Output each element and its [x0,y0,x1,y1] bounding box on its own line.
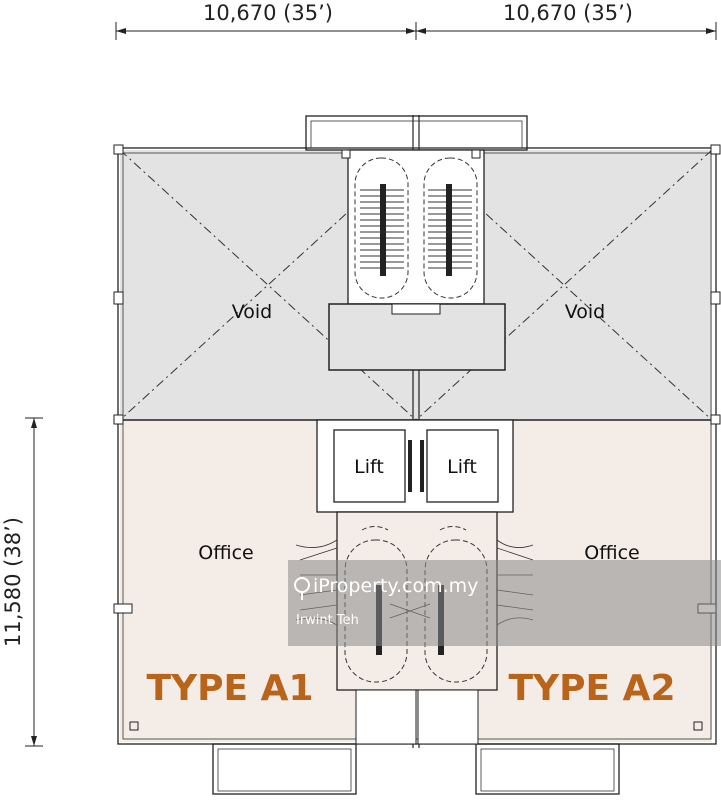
watermark-pin-icon [294,577,310,600]
void-right-label: Void [565,301,606,323]
lift-core [316,419,514,513]
watermark-brand: iProperty.com.my [313,575,478,597]
dimension-left-label: 11,580 (38’) [1,517,25,647]
dimension-left: 11,580 (38’) [1,417,43,747]
type-a2-label: TYPE A2 [508,668,675,709]
void-left-label: Void [232,301,273,323]
type-a1-label: TYPE A1 [146,668,313,709]
dimension-top-right-label: 10,670 (35’) [503,1,633,25]
watermark-credit: Irwint Teh [296,613,359,628]
office-left-label: Office [198,542,253,564]
dimension-top-left-label: 10,670 (35’) [203,1,333,25]
office-right-label: Office [584,542,639,564]
dimension-top: 10,670 (35’) 10,670 (35’) [115,1,717,40]
lift-left-label: Lift [354,456,384,478]
lift-right-label: Lift [447,456,477,478]
watermark: iProperty.com.my Irwint Teh [288,560,721,646]
upper-stair-core [328,149,506,371]
